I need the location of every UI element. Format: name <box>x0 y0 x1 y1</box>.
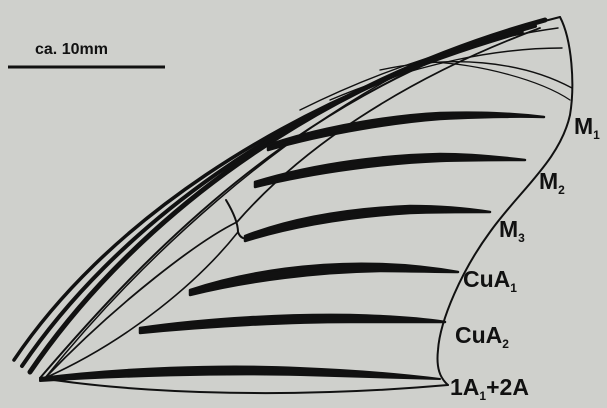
vein-m3 <box>245 206 490 241</box>
discal-cell-lower <box>45 232 238 378</box>
label-anal: 1A1+2A <box>450 374 529 403</box>
label-m2: M2 <box>539 168 565 197</box>
label-cua2: CuA2 <box>455 322 509 351</box>
scale-label: ca. 10mm <box>35 41 108 58</box>
apical-branch-4 <box>430 62 570 100</box>
vein-m2 <box>255 154 525 187</box>
label-cua1: CuA1 <box>463 266 517 295</box>
vein-cua1 <box>190 264 458 295</box>
label-m3: M3 <box>499 216 525 245</box>
discal-crossvein <box>226 200 250 239</box>
inner-margin <box>40 378 448 393</box>
vein-cua2 <box>140 315 445 333</box>
vein-anal <box>40 366 440 381</box>
radial-vein-3 <box>45 58 430 378</box>
radial-vein-2 <box>14 32 522 360</box>
scale-bar: ca. 10mm <box>8 41 165 67</box>
label-m1: M1 <box>574 113 600 142</box>
